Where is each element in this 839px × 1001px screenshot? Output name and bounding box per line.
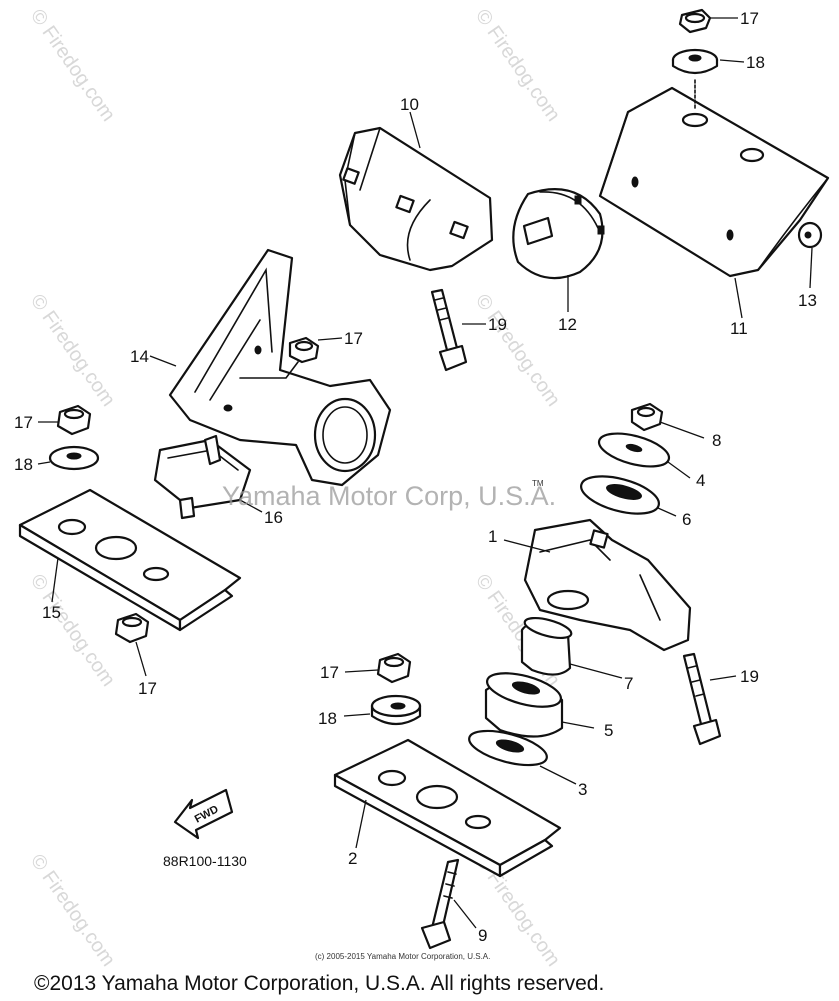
callout-6: 6 xyxy=(682,510,691,529)
callout-1: 1 xyxy=(488,527,497,546)
callout-19-top: 19 xyxy=(488,315,507,334)
part-11-cover xyxy=(598,86,830,278)
callout-13: 13 xyxy=(798,291,817,310)
part-1-bracket xyxy=(523,518,692,652)
part-2-plate xyxy=(333,738,562,878)
part-7-collar xyxy=(520,616,573,676)
trademark-mark: TM xyxy=(532,479,544,488)
watermark-7: © Firedog.com xyxy=(26,850,119,970)
part-13-screw xyxy=(797,221,823,249)
part-6-rubber-ring xyxy=(580,475,660,515)
callout-3: 3 xyxy=(578,780,587,799)
callout-4: 4 xyxy=(696,471,705,490)
callout-15: 15 xyxy=(42,603,61,622)
part-17-nut-top xyxy=(678,8,712,34)
callout-16: 16 xyxy=(264,508,283,527)
watermark-1: © Firedog.com xyxy=(26,5,119,125)
part-18-washer-lower-center xyxy=(370,694,422,726)
part-17-nut-left xyxy=(56,404,92,436)
callout-17-bracket: 17 xyxy=(344,329,363,348)
forward-arrow: FWD xyxy=(173,788,234,840)
callout-17-left: 17 xyxy=(14,413,33,432)
diagram-code: 88R100-1130 xyxy=(163,853,247,869)
part-10-bracket xyxy=(338,126,494,272)
callout-2: 2 xyxy=(348,849,357,868)
callout-19-right: 19 xyxy=(740,667,759,686)
callout-12: 12 xyxy=(558,315,577,334)
copyright-notice: ©2013 Yamaha Motor Corporation, U.S.A. A… xyxy=(34,972,604,995)
small-copyright: (c) 2005-2015 Yamaha Motor Corporation, … xyxy=(315,952,490,961)
callout-18-left: 18 xyxy=(14,455,33,474)
watermark-5: © Firedog.com xyxy=(26,570,119,690)
part-4-washer xyxy=(597,432,671,468)
watermark-3: © Firedog.com xyxy=(26,290,119,410)
callout-5: 5 xyxy=(604,721,613,740)
watermark-2: © Firedog.com xyxy=(471,5,564,125)
part-17-nut-bracket xyxy=(288,336,320,364)
callout-8: 8 xyxy=(712,431,721,450)
callout-labels: 17 18 10 12 11 13 19 14 17 17 18 16 8 4 … xyxy=(14,9,817,945)
center-watermark-text: Yamaha Motor Corp, U.S.A. xyxy=(222,481,556,511)
part-14-bracket xyxy=(168,248,392,487)
callout-18-lower-center: 18 xyxy=(318,709,337,728)
callout-9: 9 xyxy=(478,926,487,945)
callout-11: 11 xyxy=(730,319,748,338)
callout-7: 7 xyxy=(624,674,633,693)
center-watermark: Yamaha Motor Corp, U.S.A. TM xyxy=(222,479,556,511)
part-19-bolt-right xyxy=(682,652,722,746)
part-18-washer-left xyxy=(48,445,100,471)
part-17-nut-lower-center xyxy=(376,652,412,684)
part-15-plate xyxy=(18,488,242,632)
callout-14: 14 xyxy=(130,347,149,366)
part-5-rubber-mount xyxy=(484,672,564,738)
callout-17-lower-left: 17 xyxy=(138,679,157,698)
callout-18-top: 18 xyxy=(746,53,765,72)
part-8-nut xyxy=(630,402,664,432)
part-9-bolt xyxy=(420,858,460,950)
leader-lines xyxy=(37,17,813,929)
part-19-bolt-top xyxy=(430,288,468,372)
part-3-washer xyxy=(468,729,548,767)
part-18-washer-top xyxy=(671,48,719,75)
callout-10: 10 xyxy=(400,95,419,114)
callout-17-top: 17 xyxy=(740,9,759,28)
watermark-4: © Firedog.com xyxy=(471,290,564,410)
part-17-nut-lower-left xyxy=(114,612,150,644)
part-12-damper xyxy=(512,187,605,280)
callout-17-lower-center: 17 xyxy=(320,663,339,682)
